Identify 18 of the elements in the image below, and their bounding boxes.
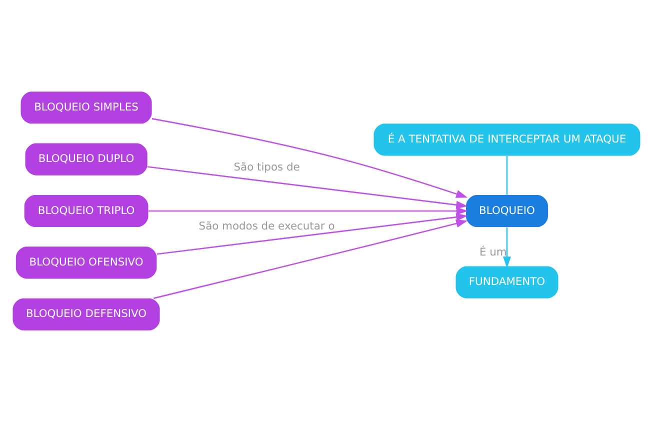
node-box: BLOQUEIO DUPLO [25,142,148,175]
node-box: BLOQUEIO SIMPLES [20,91,152,124]
node-box: BLOQUEIO OFENSIVO [16,246,157,278]
edge-label: É um [480,244,507,258]
arrow [147,166,468,208]
node-box: BLOQUEIO TRIPLO [24,194,148,227]
connector [506,156,508,194]
arrow [152,118,468,198]
node-box: BLOQUEIO DEFENSIVO [12,298,160,330]
node-box: É A TENTATIVA DE INTERCEPTAR UM ATAQUE [374,123,640,156]
arrow [156,212,468,254]
node-box: BLOQUEIO [466,194,548,227]
edge-label: São tipos de [234,160,300,174]
arrow [153,219,468,298]
arrow [502,226,512,268]
arrow [148,206,468,215]
node-box: FUNDAMENTO [456,266,558,298]
edge-label: São modos de executar o [198,218,335,232]
